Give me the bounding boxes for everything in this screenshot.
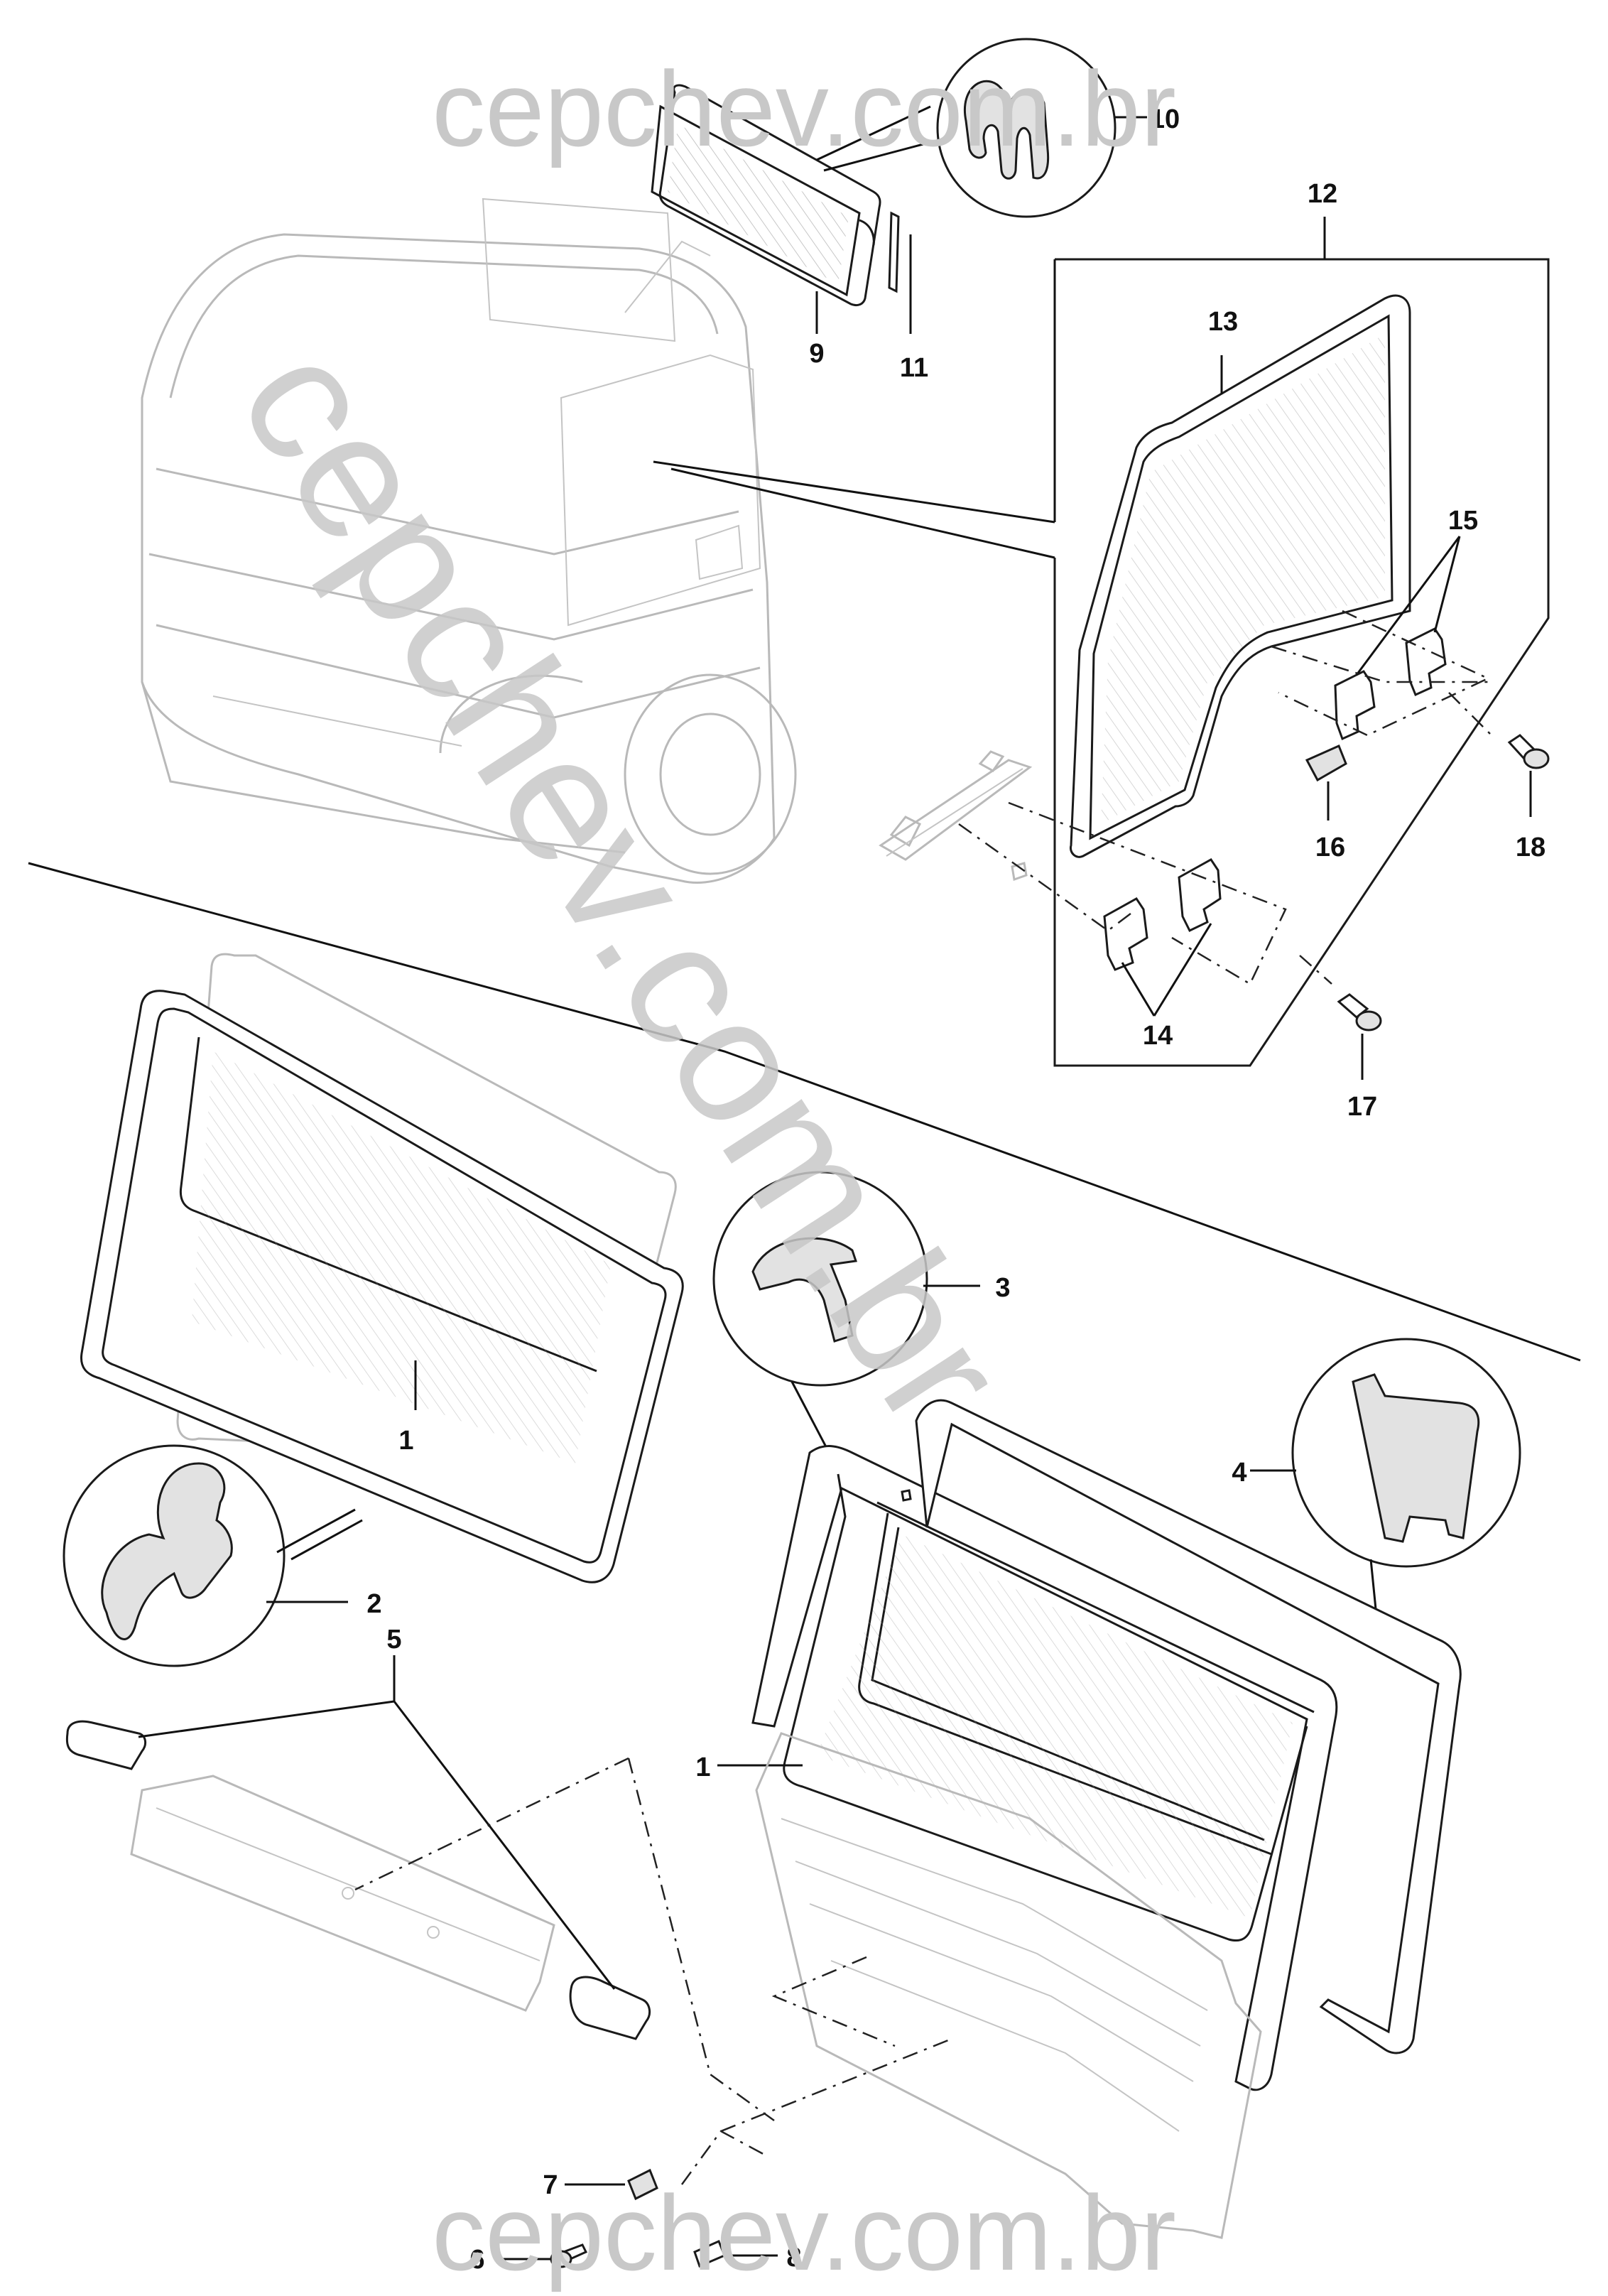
callout-7: 7 (543, 2170, 558, 2200)
callout-12: 12 (1308, 179, 1337, 209)
detail-circle-3 (712, 1171, 980, 1457)
door-glass-13 (1069, 294, 1411, 858)
watermark-top: cepchev.com.br (432, 49, 1176, 168)
callout-17: 17 (1347, 1092, 1377, 1122)
glass-clip-14 (1103, 858, 1222, 1017)
door-glass-group-box (653, 217, 1550, 1067)
callout-8: 8 (786, 2243, 801, 2273)
callout-14: 14 (1143, 1021, 1173, 1051)
truck-cab-outline (141, 197, 797, 884)
section-divider-line (28, 862, 1581, 1362)
door-alignment-lines (958, 610, 1496, 985)
watermark-bottom: cepchev.com.br (432, 2173, 1176, 2292)
nut-7 (565, 2168, 658, 2201)
front-panel-ghost-left (65, 1655, 651, 2040)
callout-4: 4 (1232, 1458, 1246, 1488)
callout-2: 2 (366, 1589, 381, 1619)
windshield-left (80, 953, 684, 1583)
callout-10: 10 (1150, 104, 1180, 134)
detail-circle-4 (1250, 1338, 1521, 1631)
glass-clip-15 (1334, 536, 1461, 741)
bolt-17 (1337, 993, 1382, 1080)
windshield-right-with-seals (717, 1399, 1462, 2091)
detail-circle-10 (936, 38, 1147, 218)
lower-alignment-lines (354, 1757, 952, 2185)
callout-11: 11 (900, 353, 928, 383)
callout-1-left: 1 (398, 1426, 413, 1456)
callout-13: 13 (1208, 307, 1238, 337)
callout-5: 5 (386, 1625, 401, 1655)
bolt-18 (1507, 734, 1550, 817)
clip-8 (693, 2240, 778, 2268)
callout-9: 9 (809, 339, 824, 369)
window-channel-ghost (879, 750, 1033, 882)
detail-circle-2 (63, 1444, 348, 1667)
screw-6 (497, 2243, 588, 2268)
callout-15: 15 (1448, 506, 1478, 536)
front-panel-ghost-right (755, 1732, 1262, 2239)
rear-window-assembly (624, 84, 945, 334)
callout-16: 16 (1315, 833, 1345, 862)
retainer-16 (1305, 744, 1347, 821)
callout-1-right: 1 (695, 1753, 710, 1782)
callout-3: 3 (995, 1273, 1010, 1303)
callout-6: 6 (469, 2245, 484, 2275)
callout-18: 18 (1516, 833, 1545, 862)
